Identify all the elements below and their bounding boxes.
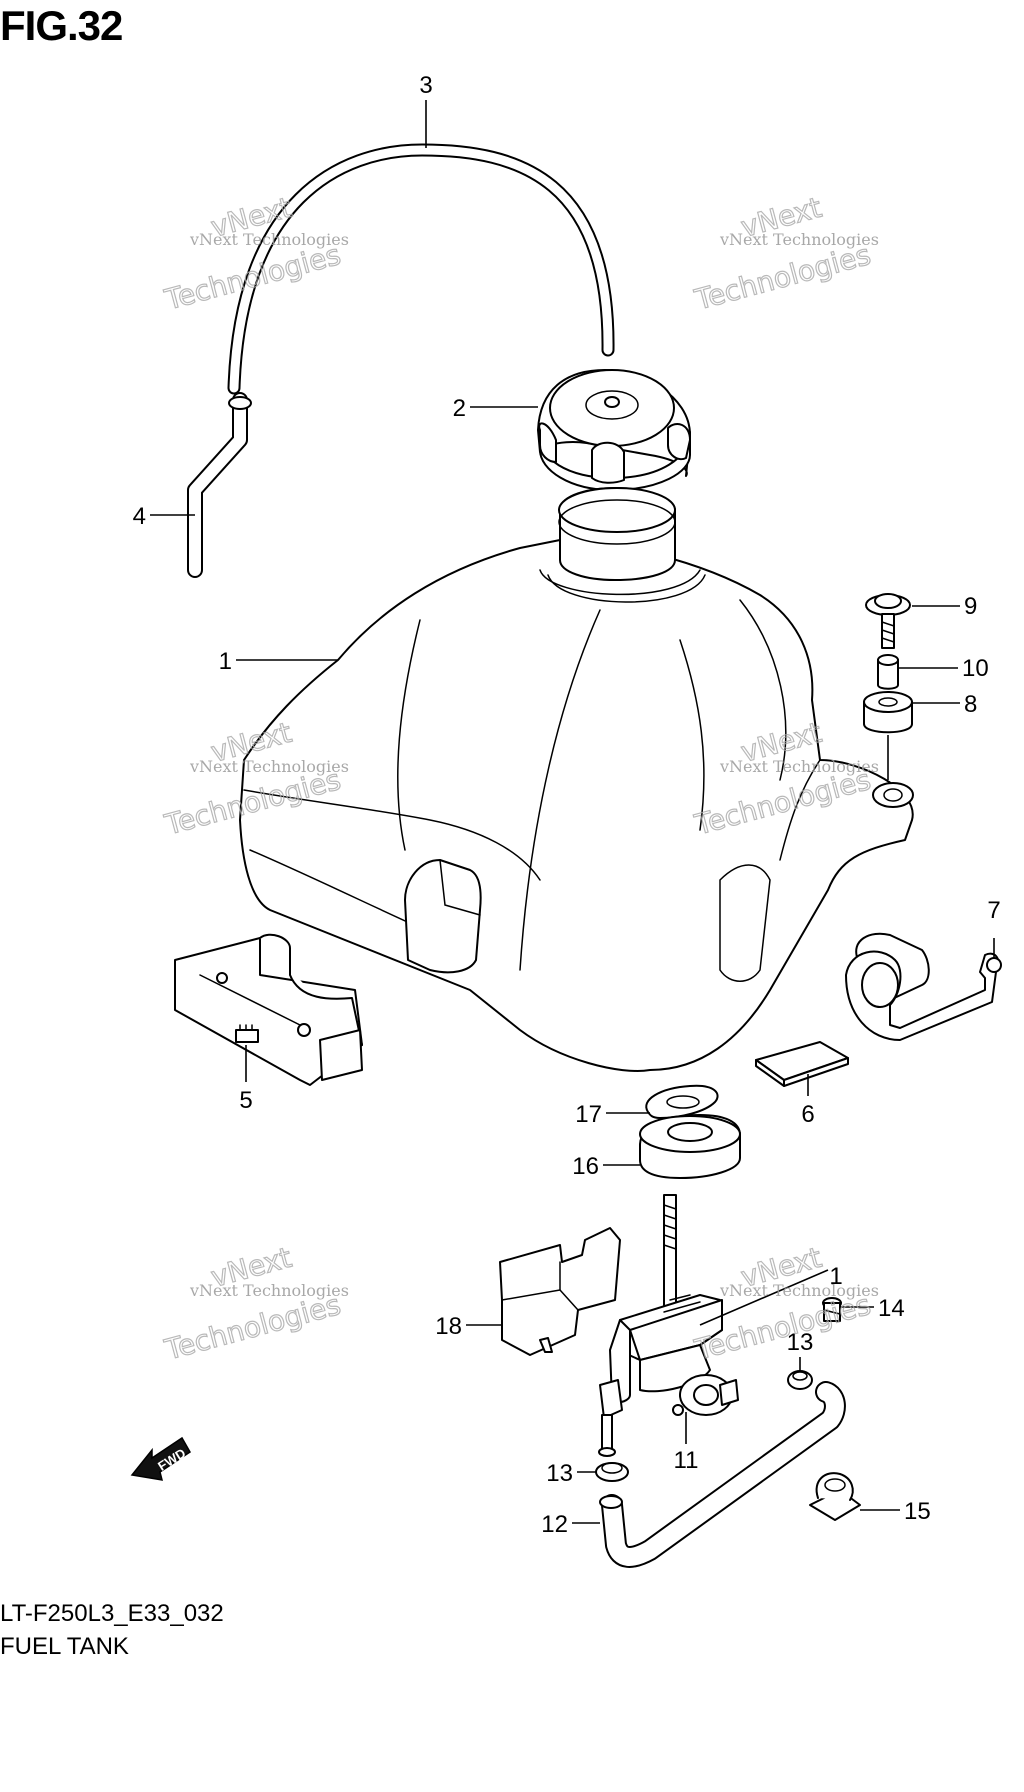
callout-16: 16: [572, 1153, 599, 1180]
callout-8: 8: [964, 691, 977, 718]
svg-text:vNext Technologies: vNext Technologies: [189, 1281, 349, 1300]
callout-15: 15: [904, 1498, 931, 1525]
part-17-gasket: [645, 1084, 719, 1119]
callout-4: 4: [133, 503, 146, 530]
svg-text:vNext Technologies: vNext Technologies: [189, 230, 349, 249]
part-16-seal: [639, 1114, 741, 1179]
part-6-pad: [755, 1041, 849, 1087]
callout-14: 14: [878, 1295, 905, 1322]
callout-1: 1: [219, 648, 232, 675]
callout-9: 9: [964, 593, 977, 620]
callout-7: 7: [987, 897, 1000, 924]
part-12-hose: [599, 1381, 846, 1568]
callout-3: 3: [419, 72, 432, 99]
part-13-clamp-lower: [595, 1462, 629, 1482]
callout-13-upper: 13: [787, 1329, 814, 1356]
part-4-hose-fitting: [187, 392, 252, 578]
callout-labels: 3 2 4 1 9 10 8 7 5 6 17 16 18 1 14 13 11…: [133, 72, 1001, 1538]
callout-10: 10: [962, 655, 989, 682]
model-code: LT-F250L3_E33_032: [0, 1600, 224, 1627]
svg-text:Technologies: Technologies: [161, 238, 344, 317]
part-1-fuel-tank: [239, 487, 914, 1072]
figure-title: FIG.32: [0, 2, 123, 49]
part-15-clip: [809, 1472, 861, 1521]
callout-11: 11: [674, 1447, 699, 1474]
callout-5: 5: [239, 1087, 252, 1114]
callout-1-fuel-cock: 1: [829, 1263, 842, 1290]
callout-17: 17: [575, 1101, 602, 1128]
callout-18: 18: [435, 1313, 462, 1340]
figure-caption: FUEL TANK: [0, 1633, 129, 1660]
part-3-breather-hose: [227, 143, 615, 395]
svg-text:vNext Technologies: vNext Technologies: [719, 1281, 879, 1300]
part-10-collar: [877, 654, 899, 690]
svg-text:vNext Technologies: vNext Technologies: [719, 757, 879, 776]
callout-13-lower: 13: [546, 1460, 573, 1487]
part-2-fuel-cap: [537, 369, 691, 491]
svg-text:Technologies: Technologies: [691, 238, 874, 317]
watermark-top-right: vNext Technologies vNext Technologies: [690, 190, 879, 317]
part-18-holder: [499, 1227, 621, 1356]
svg-text:vNext Technologies: vNext Technologies: [719, 230, 879, 249]
leader-lines: [150, 100, 995, 1524]
callout-2: 2: [453, 395, 466, 422]
forward-direction-arrow: FWD: [130, 1436, 191, 1481]
callout-6: 6: [801, 1101, 814, 1128]
part-14-screw: [822, 1297, 842, 1322]
part-13-clamp-upper: [787, 1370, 813, 1390]
part-5-bracket: [174, 933, 363, 1086]
part-8-grommet: [863, 691, 913, 734]
watermark-bottom-left: vNext Technologies vNext Technologies: [160, 1240, 349, 1367]
part-7-clamp: [845, 932, 1002, 1041]
part-11-fuel-cock: [598, 1194, 739, 1457]
part-9-bolt: [865, 593, 911, 649]
callout-12: 12: [541, 1511, 568, 1538]
svg-text:vNext Technologies: vNext Technologies: [189, 757, 349, 776]
